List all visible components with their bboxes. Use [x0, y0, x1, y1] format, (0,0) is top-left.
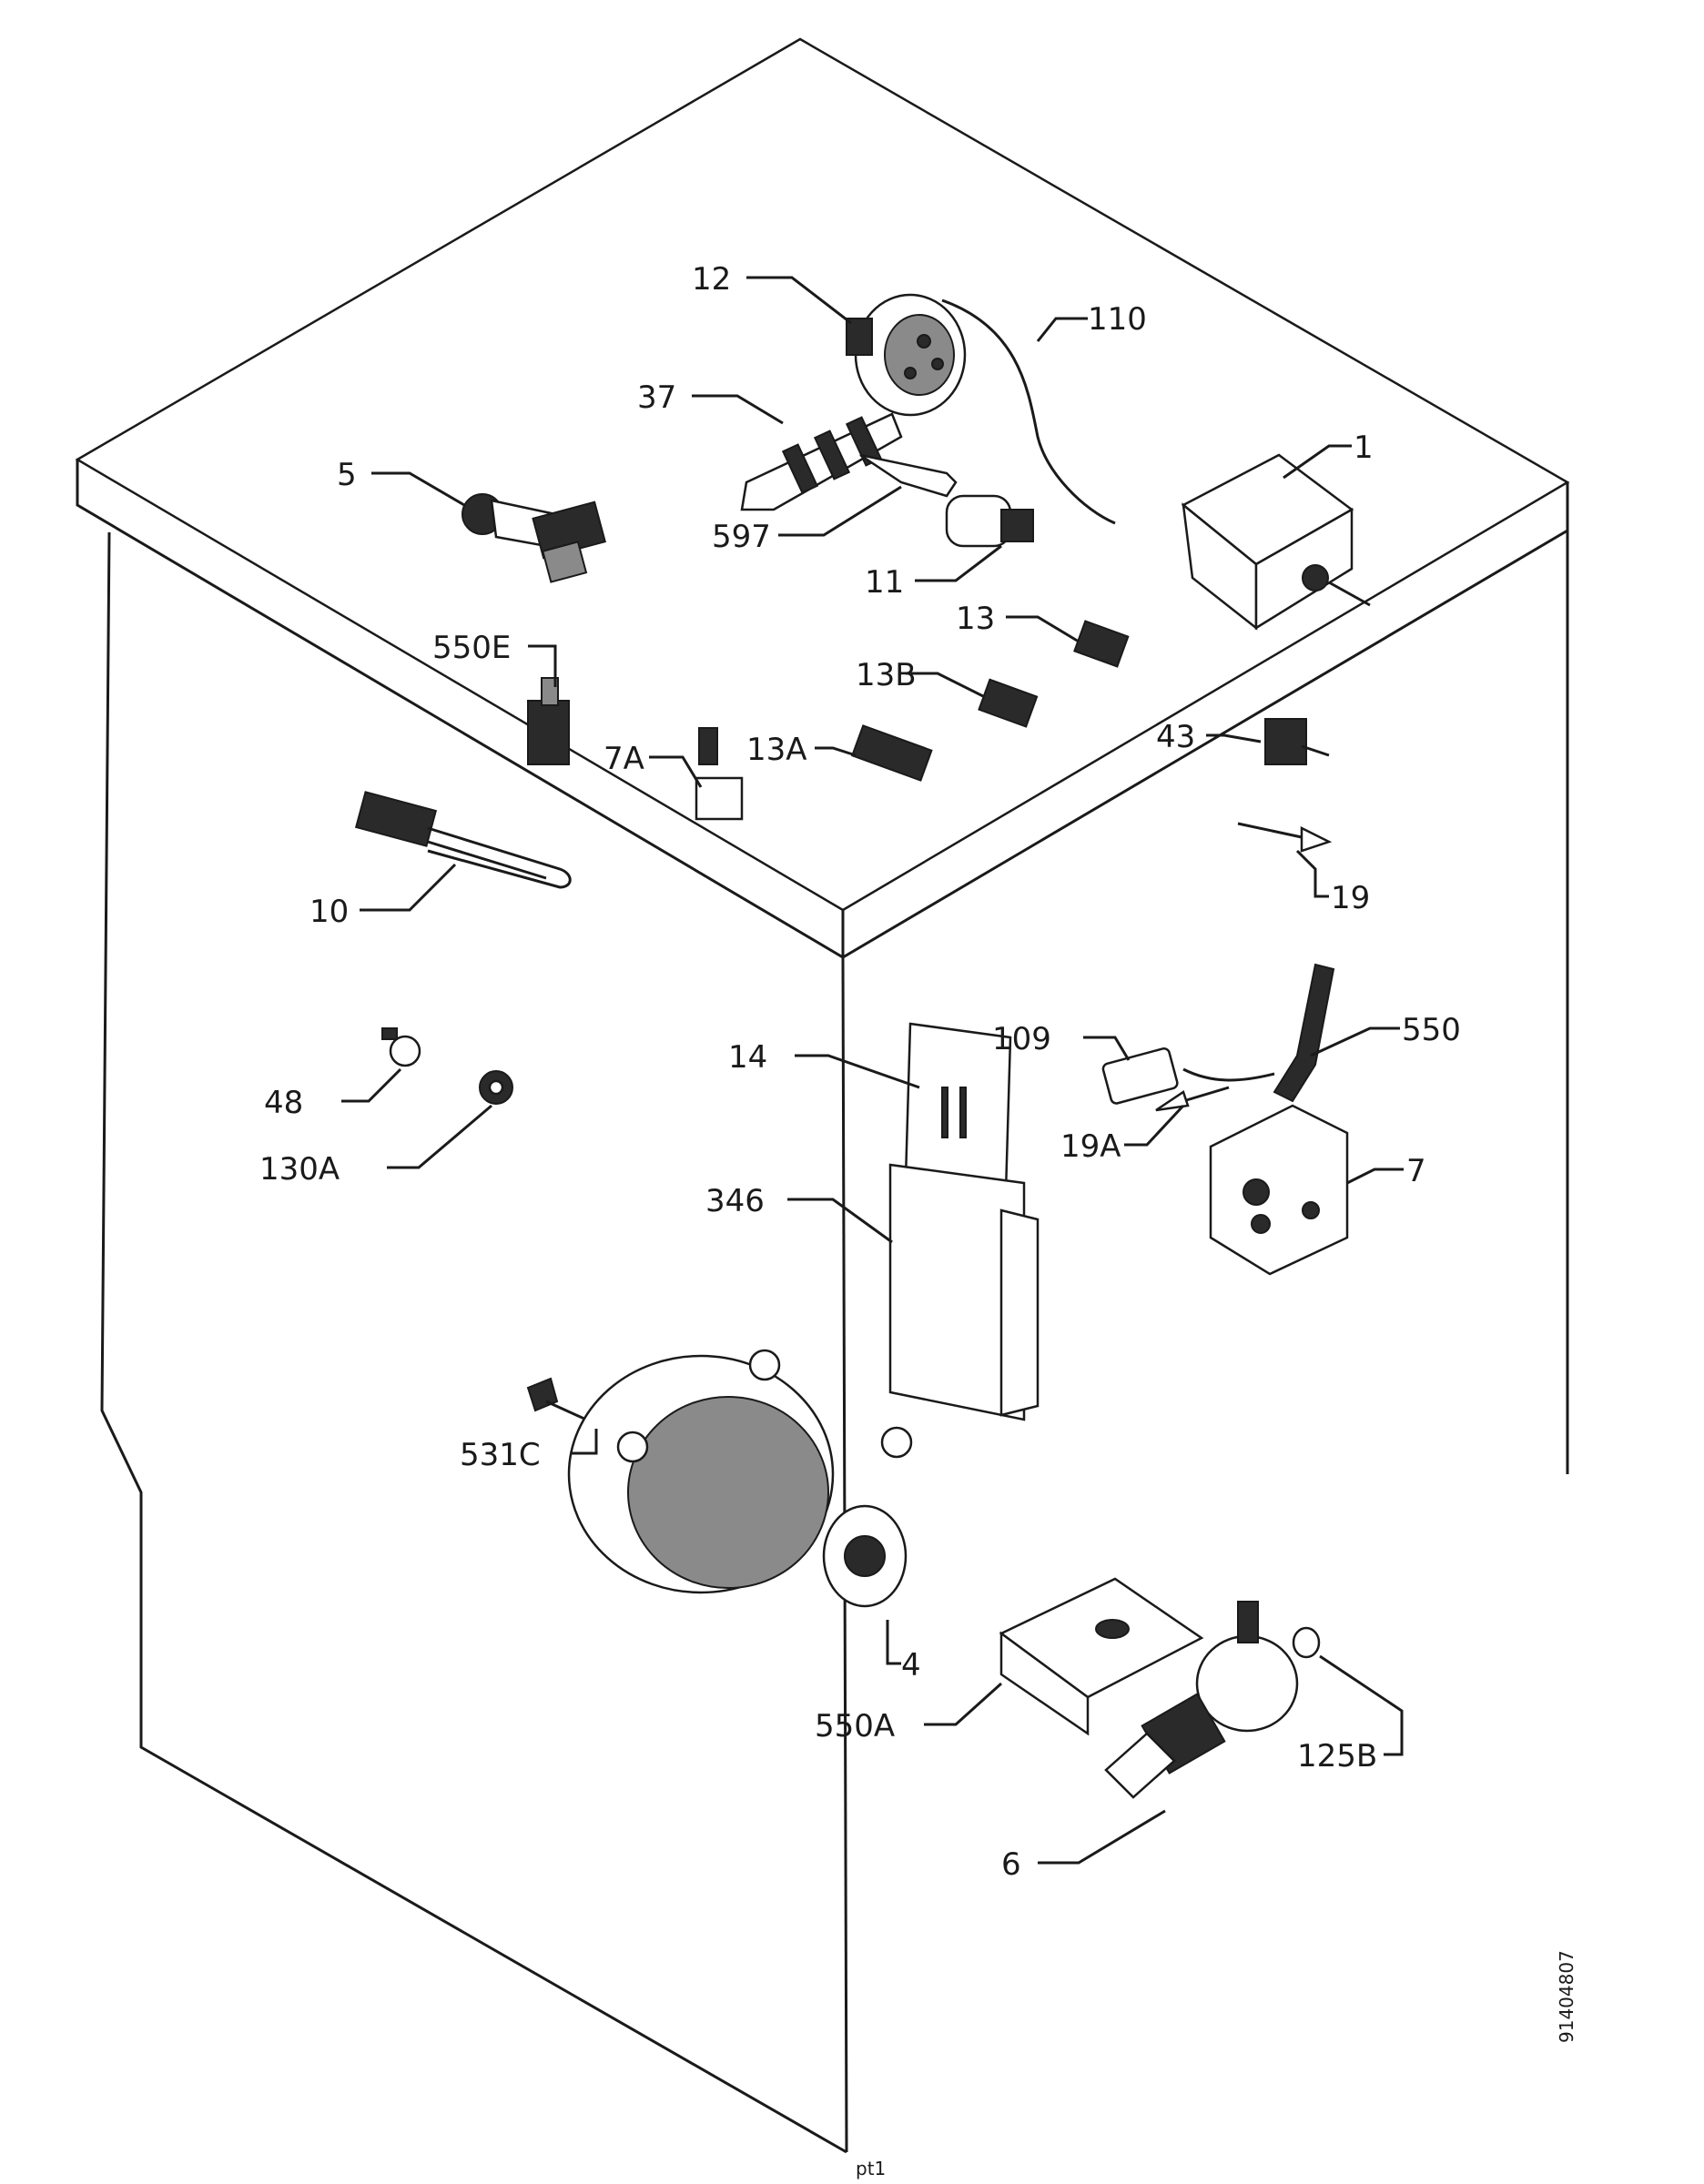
drawing-code: 91404807 — [1556, 1950, 1577, 2043]
screw-531c — [526, 1377, 597, 1426]
programme-timer-1 — [1181, 453, 1371, 631]
page-mark: pt1 — [856, 2158, 886, 2179]
motor-4 — [567, 1349, 913, 1608]
label-13: 13 — [956, 601, 995, 637]
leader-lines — [341, 276, 1404, 1865]
o-ring-125b — [1292, 1626, 1321, 1659]
label-11: 11 — [865, 564, 904, 601]
label-110: 110 — [1088, 301, 1147, 338]
label-7a: 7A — [604, 741, 644, 777]
knob-130a — [479, 1070, 513, 1105]
heating-element-10 — [354, 791, 572, 889]
label-19: 19 — [1331, 880, 1370, 916]
label-550: 550 — [1402, 1012, 1461, 1048]
cover-109 — [1101, 1047, 1179, 1105]
label-531c: 531C — [460, 1437, 541, 1473]
label-125b: 125B — [1297, 1738, 1377, 1774]
label-13a: 13A — [746, 732, 807, 768]
label-550e: 550E — [432, 630, 511, 666]
clip-597 — [859, 453, 958, 498]
bracket-550e — [527, 677, 570, 765]
microswitch-7a — [695, 727, 744, 821]
connector-13 — [1073, 620, 1130, 668]
probe-19a — [1155, 1086, 1230, 1112]
capacitor-11 — [945, 494, 1034, 548]
hose-110 — [941, 298, 1116, 525]
label-109: 109 — [992, 1021, 1051, 1057]
label-10: 10 — [309, 894, 349, 930]
inlet-valve-5 — [462, 493, 606, 583]
temperature-probe-19 — [1237, 822, 1333, 853]
cover-550a — [999, 1577, 1204, 1736]
label-48: 48 — [264, 1085, 303, 1121]
label-19a: 19A — [1060, 1128, 1121, 1165]
label-12: 12 — [692, 261, 731, 298]
label-130a: 130A — [259, 1151, 340, 1188]
label-1: 1 — [1354, 430, 1374, 466]
dispenser-box-346 — [888, 1163, 1040, 1421]
label-14: 14 — [728, 1039, 767, 1076]
connector-13a — [850, 724, 933, 782]
label-6: 6 — [1001, 1846, 1021, 1883]
label-346: 346 — [705, 1183, 765, 1219]
drain-pump-6 — [1104, 1601, 1299, 1799]
connector-43 — [1264, 718, 1330, 765]
switch-48 — [381, 1027, 421, 1067]
connector-13b — [978, 678, 1039, 728]
door-lock-7 — [1209, 1104, 1349, 1276]
label-7: 7 — [1406, 1153, 1426, 1189]
label-5: 5 — [337, 457, 357, 493]
bracket-37 — [740, 412, 903, 511]
label-43: 43 — [1156, 719, 1195, 755]
label-13b: 13B — [856, 657, 917, 693]
lever-550 — [1182, 963, 1335, 1103]
label-37: 37 — [637, 379, 676, 416]
pressure-switch-12 — [846, 293, 967, 417]
label-597: 597 — [712, 519, 771, 555]
label-550a: 550A — [815, 1708, 895, 1744]
label-4: 4 — [901, 1647, 921, 1684]
